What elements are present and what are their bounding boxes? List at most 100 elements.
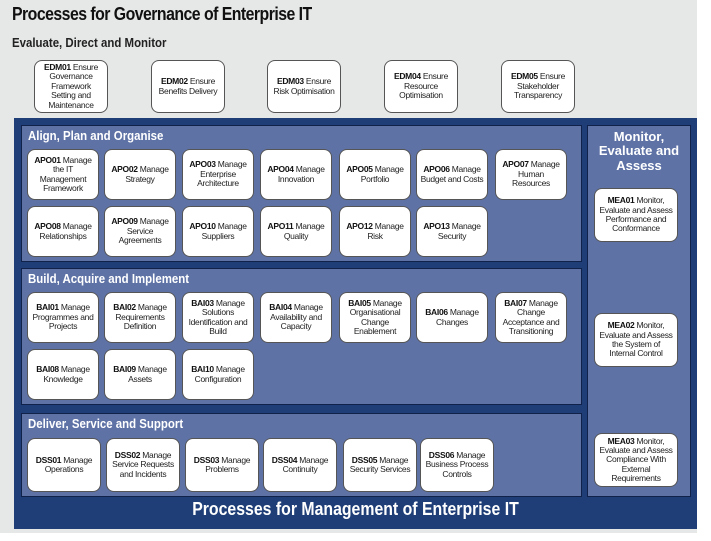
process-dss05[interactable]: DSS05 Manage Security Services: [343, 438, 417, 492]
footer-title: Processes for Management of Enterprise I…: [192, 499, 519, 519]
process-code: DSS05: [351, 454, 378, 465]
process-apo12[interactable]: APO12 Manage Risk: [339, 206, 411, 257]
process-code: APO03: [189, 159, 216, 170]
process-label: Manage Problems: [205, 454, 251, 474]
process-mea01[interactable]: MEA01 Monitor, Evaluate and Assess Perfo…: [594, 188, 678, 242]
process-code: DSS06: [428, 449, 455, 460]
process-edm01[interactable]: EDM01 Ensure Governance Framework Settin…: [34, 60, 108, 113]
process-code: MEA01: [607, 195, 635, 206]
process-label: Manage Knowledge: [43, 364, 90, 384]
process-text: APO06 Manage Budget and Costs: [420, 164, 484, 184]
process-label: Manage Portfolio: [360, 164, 404, 184]
process-edm02[interactable]: EDM02 Ensure Benefits Delivery: [151, 60, 225, 113]
process-code: APO01: [34, 154, 61, 165]
process-dss02[interactable]: DSS02 Manage Service Requests and Incide…: [106, 438, 180, 492]
process-bai02[interactable]: BAI02 Manage Requirements Definition: [104, 292, 176, 343]
process-apo11[interactable]: APO11 Manage Quality: [260, 206, 332, 257]
process-code: BAI04: [269, 302, 292, 313]
process-text: BAI05 Manage Organisational Change Enabl…: [343, 297, 407, 336]
process-label: Manage Business Process Controls: [425, 449, 489, 479]
process-text: DSS05 Manage Security Services: [347, 454, 413, 475]
process-label: Manage Configuration: [194, 364, 245, 384]
process-dss03[interactable]: DSS03 Manage Problems: [185, 438, 259, 492]
process-apo02[interactable]: APO02 Manage Strategy: [104, 149, 176, 200]
process-text: BAI02 Manage Requirements Definition: [108, 303, 172, 331]
process-apo07[interactable]: APO07 Manage Human Resources: [495, 149, 567, 200]
process-code: BAI06: [425, 307, 448, 318]
process-text: APO03 Manage Enterprise Architecture: [186, 160, 250, 188]
process-code: MEA03: [607, 435, 635, 446]
process-code: APO05: [346, 164, 373, 175]
process-text: DSS01 Manage Operations: [31, 455, 97, 475]
process-dss01[interactable]: DSS01 Manage Operations: [27, 438, 101, 492]
process-label: Monitor, Evaluate and Assess the System …: [599, 320, 673, 359]
process-label: Ensure Risk Optimisation: [273, 76, 335, 96]
process-text: MEA03 Monitor, Evaluate and Assess Compl…: [598, 435, 674, 484]
process-code: EDM04: [393, 71, 421, 82]
process-label: Manage Strategy: [125, 164, 169, 184]
edm-title: Evaluate, Direct and Monitor: [12, 35, 167, 50]
process-edm03[interactable]: EDM03 Ensure Risk Optimisation: [267, 60, 341, 113]
process-apo10[interactable]: APO10 Manage Suppliers: [182, 206, 254, 257]
process-apo05[interactable]: APO05 Manage Portfolio: [339, 149, 411, 200]
process-code: BAI03: [191, 297, 214, 308]
process-text: DSS06 Manage Business Process Controls: [424, 449, 490, 479]
bai-title: Build, Acquire and Implement: [28, 271, 190, 286]
process-label: Manage Relationships: [39, 221, 92, 241]
process-code: APO12: [346, 221, 373, 232]
process-code: APO06: [423, 164, 450, 175]
process-text: BAI01 Manage Programmes and Projects: [31, 303, 95, 331]
process-text: APO02 Manage Strategy: [108, 164, 172, 184]
process-text: APO09 Manage Service Agreements: [108, 217, 172, 245]
process-edm04[interactable]: EDM04 Ensure Resource Optimisation: [384, 60, 458, 113]
process-text: APO10 Manage Suppliers: [186, 221, 250, 241]
process-apo09[interactable]: APO09 Manage Service Agreements: [104, 206, 176, 257]
process-text: MEA01 Monitor, Evaluate and Assess Perfo…: [598, 196, 674, 233]
process-label: Monitor, Evaluate and Assess Compliance …: [599, 435, 673, 484]
process-apo13[interactable]: APO13 Manage Security: [416, 206, 488, 257]
process-text: APO05 Manage Portfolio: [343, 164, 407, 184]
process-text: APO04 Manage Innovation: [264, 164, 328, 184]
process-code: APO04: [267, 164, 294, 175]
process-code: BAI01: [36, 302, 59, 313]
process-bai09[interactable]: BAI09 Manage Assets: [104, 349, 176, 400]
process-text: BAI04 Manage Availability and Capacity: [264, 303, 328, 331]
process-mea03[interactable]: MEA03 Monitor, Evaluate and Assess Compl…: [594, 433, 678, 487]
process-bai07[interactable]: BAI07 Manage Change Acceptance and Trans…: [495, 292, 567, 343]
process-apo01[interactable]: APO01 Manage the IT Management Framework: [27, 149, 99, 200]
process-apo08[interactable]: APO08 Manage Relationships: [27, 206, 99, 257]
process-mea02[interactable]: MEA02 Monitor, Evaluate and Assess the S…: [594, 313, 678, 367]
process-label: Manage Security Services: [349, 454, 411, 474]
process-dss04[interactable]: DSS04 Manage Continuity: [263, 438, 337, 492]
process-edm05[interactable]: EDM05 Ensure Stakeholder Transparency: [501, 60, 575, 113]
process-bai04[interactable]: BAI04 Manage Availability and Capacity: [260, 292, 332, 343]
process-code: BAI02: [113, 302, 136, 313]
process-code: DSS02: [114, 449, 141, 460]
process-text: BAI06 Manage Changes: [420, 307, 484, 327]
process-bai01[interactable]: BAI01 Manage Programmes and Projects: [27, 292, 99, 343]
process-text: BAI08 Manage Knowledge: [31, 364, 95, 384]
process-bai05[interactable]: BAI05 Manage Organisational Change Enabl…: [339, 292, 411, 343]
process-code: BAI05: [348, 297, 371, 308]
process-apo06[interactable]: APO06 Manage Budget and Costs: [416, 149, 488, 200]
process-bai06[interactable]: BAI06 Manage Changes: [416, 292, 488, 343]
process-code: BAI07: [504, 297, 527, 308]
process-code: DSS03: [193, 454, 220, 465]
process-bai03[interactable]: BAI03 Manage Solutions Identification an…: [182, 292, 254, 343]
process-text: DSS04 Manage Continuity: [267, 455, 333, 475]
process-bai10[interactable]: BAI10 Manage Configuration: [182, 349, 254, 400]
process-label: Manage Human Resources: [512, 159, 560, 189]
process-apo03[interactable]: APO03 Manage Enterprise Architecture: [182, 149, 254, 200]
process-label: Manage Solutions Identification and Buil…: [188, 297, 248, 336]
process-label: Manage Change Acceptance and Transitioni…: [502, 297, 560, 336]
process-label: Ensure Resource Optimisation: [399, 71, 449, 101]
process-label: Monitor, Evaluate and Assess Performance…: [599, 195, 673, 234]
process-label: Manage Assets: [128, 364, 167, 384]
process-text: APO11 Manage Quality: [264, 221, 328, 241]
process-bai08[interactable]: BAI08 Manage Knowledge: [27, 349, 99, 400]
process-dss06[interactable]: DSS06 Manage Business Process Controls: [420, 438, 494, 492]
process-apo04[interactable]: APO04 Manage Innovation: [260, 149, 332, 200]
